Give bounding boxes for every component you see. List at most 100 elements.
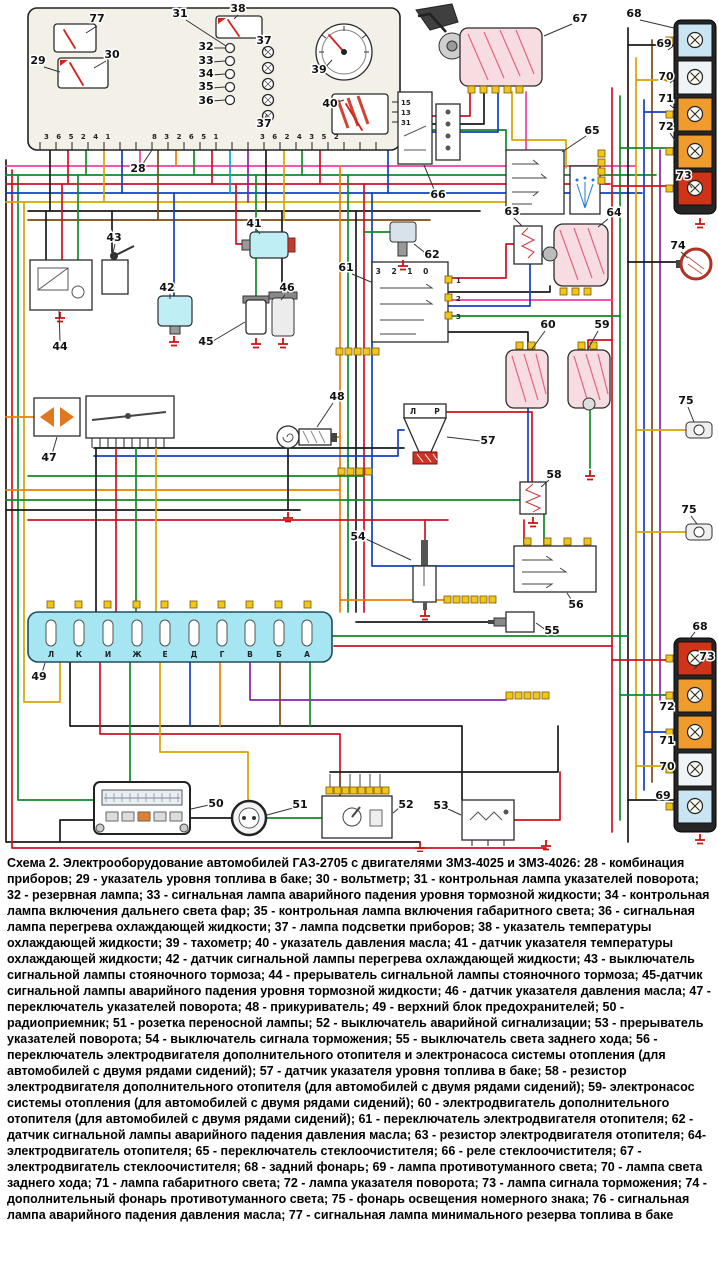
tachometer-needle bbox=[328, 34, 345, 53]
ground-icon bbox=[168, 335, 180, 347]
wire bbox=[371, 192, 515, 567]
wire bbox=[5, 499, 545, 547]
connector-pin bbox=[346, 467, 355, 476]
flasher-element bbox=[469, 811, 503, 821]
fuse bbox=[273, 619, 285, 647]
bulb-icon bbox=[686, 31, 704, 49]
left-arrow-icon bbox=[40, 407, 54, 427]
bulb-icon bbox=[686, 797, 704, 815]
pin-label: 1 bbox=[456, 277, 461, 285]
flasher-contact bbox=[37, 267, 69, 291]
connector-pin bbox=[160, 600, 169, 609]
connectors bbox=[335, 85, 606, 700]
connector-pin bbox=[665, 147, 674, 156]
connector-pin bbox=[583, 287, 592, 296]
brake-fluid-sensor bbox=[242, 295, 270, 335]
sensor-body bbox=[249, 231, 289, 259]
callout-54: 54 bbox=[350, 530, 366, 543]
sensor-body bbox=[271, 297, 295, 337]
gauge-needle bbox=[345, 103, 363, 131]
radio-button bbox=[153, 811, 167, 822]
callout-77: 77 bbox=[89, 12, 104, 25]
fuse-block: Л К И Ж Е Д Г В Б А bbox=[27, 600, 333, 663]
connector-pin bbox=[532, 691, 541, 700]
connector-pin bbox=[355, 467, 364, 476]
fuel-level-sender: Л Р bbox=[403, 403, 447, 465]
pump-hatch bbox=[573, 353, 609, 403]
callout-75: 75 bbox=[678, 394, 693, 407]
temp-gauge bbox=[215, 15, 263, 39]
radio-button bbox=[137, 811, 151, 822]
wiper-motor bbox=[415, 3, 543, 87]
flasher-coil bbox=[37, 267, 69, 291]
callout-55: 55 bbox=[544, 624, 559, 637]
switch-body bbox=[505, 149, 565, 215]
sensor-body bbox=[157, 295, 193, 327]
sender-terminal: Р bbox=[434, 407, 440, 416]
bulb-icon bbox=[686, 686, 704, 704]
pin-label: 3 bbox=[456, 313, 461, 321]
lighter-body bbox=[298, 428, 332, 446]
callouts: 77 29 30 31 32 33 34 35 36 38 37 37 39 4… bbox=[29, 1, 716, 814]
sender-base bbox=[412, 451, 438, 465]
wire bbox=[587, 339, 613, 351]
right-arrow-icon bbox=[60, 407, 74, 427]
overheat-sensor bbox=[157, 295, 193, 335]
callout-58: 58 bbox=[546, 468, 561, 481]
callout-51: 51 bbox=[292, 798, 307, 811]
callout-49: 49 bbox=[31, 670, 46, 683]
callout-43: 43 bbox=[106, 231, 121, 244]
callout-31: 31 bbox=[172, 7, 187, 20]
callout-53: 53 bbox=[433, 799, 448, 812]
radio-button bbox=[105, 811, 119, 822]
lighter-tip bbox=[331, 433, 337, 442]
switch-stem bbox=[423, 602, 427, 610]
motor-hatch bbox=[467, 29, 535, 81]
callout-48: 48 bbox=[329, 390, 344, 403]
oil-pressure-warning-sensor bbox=[389, 221, 417, 257]
ground-icon bbox=[584, 469, 596, 481]
terminal-numbers: 8 3 2 6 5 1 bbox=[152, 133, 221, 141]
connector-pin bbox=[470, 595, 479, 604]
connector-pin bbox=[381, 786, 390, 795]
callout-74: 74 bbox=[670, 239, 686, 252]
aux-heater-switch bbox=[513, 537, 597, 593]
lighter-coil bbox=[282, 433, 294, 443]
connector-pin bbox=[74, 600, 83, 609]
connector-pin bbox=[559, 287, 568, 296]
callout-35: 35 bbox=[198, 80, 213, 93]
license-plate-lamp-1 bbox=[685, 421, 713, 439]
connector-pin bbox=[467, 85, 476, 94]
connector-pin bbox=[488, 595, 497, 604]
fuse bbox=[301, 619, 313, 647]
parking-brake-flasher bbox=[29, 259, 93, 311]
fuse bbox=[131, 619, 143, 647]
wire bbox=[99, 661, 341, 797]
wire bbox=[511, 91, 567, 169]
connector-pin bbox=[364, 467, 373, 476]
callout-62: 62 bbox=[424, 248, 439, 261]
connector-pin bbox=[563, 537, 572, 546]
wire bbox=[447, 285, 551, 293]
turn-signal-switch bbox=[33, 395, 175, 448]
wire bbox=[11, 169, 547, 849]
connector-pin bbox=[344, 347, 353, 356]
lamp-mount bbox=[676, 260, 682, 268]
switch-body bbox=[101, 259, 129, 295]
gauge-needle bbox=[69, 62, 84, 86]
socket-contact bbox=[252, 816, 256, 820]
callout-66: 66 bbox=[430, 188, 446, 201]
oil-pressure-gauge-sensor bbox=[268, 291, 298, 337]
wiper-switch bbox=[505, 149, 601, 215]
connector-contact bbox=[445, 121, 451, 127]
fuse bbox=[73, 619, 85, 647]
connector-contact bbox=[445, 109, 451, 115]
gauge-red-zone bbox=[60, 60, 68, 66]
callout-37b: 37 bbox=[256, 117, 271, 130]
connector-pin bbox=[515, 85, 524, 94]
bulb-icon bbox=[686, 760, 704, 778]
connector-pin bbox=[571, 287, 580, 296]
callout-33: 33 bbox=[198, 54, 213, 67]
wiper-motor-body bbox=[459, 27, 543, 87]
sensor-body bbox=[389, 221, 417, 243]
